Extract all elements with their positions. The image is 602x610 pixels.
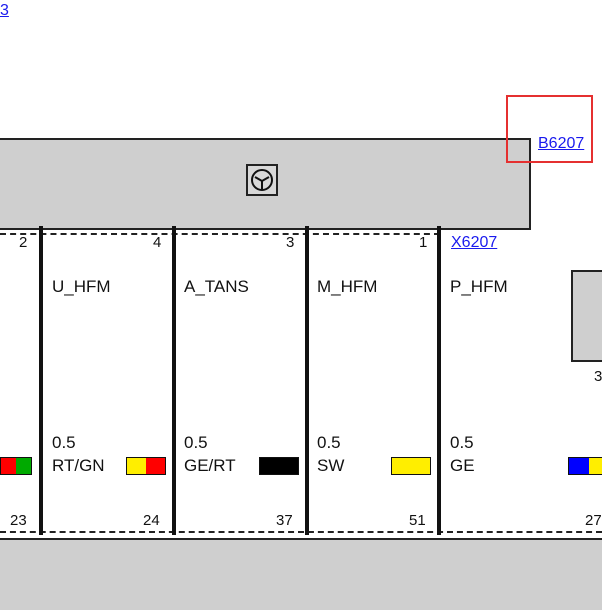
control-module-block (0, 538, 602, 610)
right-partial-pin: 3 (594, 368, 602, 385)
signal-label-1: U_HFM (52, 277, 111, 296)
component-ref-link[interactable]: B6207 (538, 135, 585, 152)
top-pin-3: 3 (286, 234, 295, 251)
bottom-pin-5: 27 (585, 512, 602, 529)
top-link[interactable]: 3 (0, 2, 9, 19)
wire-color-swatch-3 (391, 457, 431, 475)
sensor-symbol-icon (246, 164, 278, 196)
gauge-4: 0.5 (450, 433, 474, 452)
wire-2[interactable] (172, 226, 176, 535)
wire-color-swatch-4 (568, 457, 602, 475)
signal-label-3: M_HFM (317, 277, 378, 296)
top-pin-1: 2 (19, 234, 28, 251)
connector-bottom-dash (0, 531, 602, 533)
right-partial-block (571, 270, 602, 362)
color-code-1: RT/GN (52, 456, 105, 475)
wire-3[interactable] (305, 226, 309, 535)
connector-ref-link[interactable]: X6207 (451, 234, 498, 251)
gauge-1: 0.5 (52, 433, 76, 452)
color-code-2: GE/RT (184, 456, 236, 475)
highlight-frame (506, 95, 593, 163)
wire-color-swatch-1 (126, 457, 166, 475)
bottom-pin-1: 23 (10, 512, 27, 529)
color-code-4: GE (450, 456, 475, 475)
connector-top-dash (0, 233, 440, 235)
wire-color-swatch-2 (259, 457, 299, 475)
color-code-3: SW (317, 456, 345, 475)
signal-label-2: A_TANS (184, 277, 249, 296)
wire-1[interactable] (39, 226, 43, 535)
bottom-pin-3: 37 (276, 512, 293, 529)
gauge-3: 0.5 (317, 433, 341, 452)
signal-label-4: P_HFM (450, 277, 508, 296)
top-pin-4: 1 (419, 234, 428, 251)
wire-4[interactable] (437, 226, 441, 535)
bottom-pin-2: 24 (143, 512, 160, 529)
wire-color-swatch-0 (0, 457, 32, 475)
bottom-pin-4: 51 (409, 512, 426, 529)
top-pin-2: 4 (153, 234, 162, 251)
gauge-2: 0.5 (184, 433, 208, 452)
